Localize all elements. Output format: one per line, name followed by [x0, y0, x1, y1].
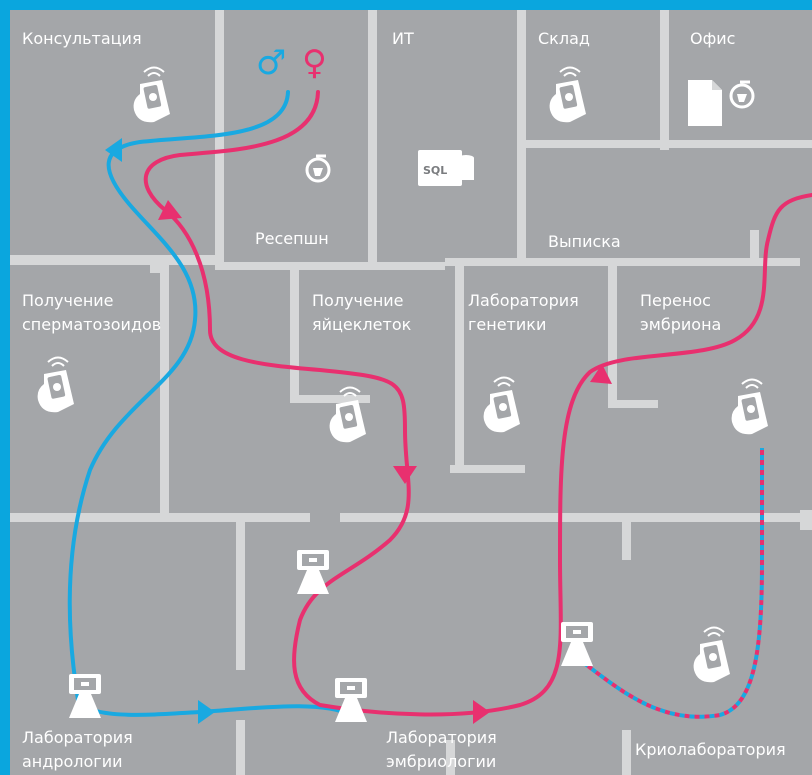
walls [10, 10, 812, 775]
label-egg-collection-1: Получение [312, 291, 404, 310]
label-embryo-transfer-1: Перенос [640, 291, 711, 310]
room-labels: Консультация ИТ Склад Офис Ресепшн Выпис… [22, 29, 786, 771]
female-path [143, 90, 812, 717]
label-cryo-lab: Криолаборатория [635, 740, 786, 759]
label-genetics-lab-2: генетики [468, 315, 546, 334]
cryo-path-pink [578, 448, 764, 719]
female-arrow-3 [473, 700, 490, 724]
sql-icon-text: SQL [423, 164, 447, 177]
female-arrow-1 [158, 200, 182, 220]
label-reception: Ресепшн [255, 229, 329, 248]
male-symbol: ♂ [256, 43, 286, 83]
label-egg-collection-2: яйцеклеток [312, 315, 412, 334]
cryo-path-blue [578, 448, 764, 719]
label-embryology-lab-1: Лаборатория [386, 728, 497, 747]
sql-icon: SQL [418, 150, 474, 186]
female-arrow-4 [590, 364, 612, 384]
document-icon [688, 80, 722, 126]
label-it: ИТ [392, 29, 414, 48]
label-consultation: Консультация [22, 29, 142, 48]
label-office: Офис [690, 29, 735, 48]
label-sperm-collection-2: сперматозоидов [22, 315, 161, 334]
label-discharge: Выписка [548, 232, 621, 251]
male-path [67, 90, 354, 717]
label-warehouse: Склад [538, 29, 590, 48]
label-sperm-collection-1: Получение [22, 291, 114, 310]
path-arrows [105, 138, 612, 724]
label-embryo-transfer-2: эмбриона [640, 315, 721, 334]
label-andrology-lab-2: андрологии [22, 752, 123, 771]
label-genetics-lab-1: Лаборатория [468, 291, 579, 310]
label-embryology-lab-2: эмбриологии [386, 752, 496, 771]
female-arrow-2 [393, 466, 417, 484]
male-arrow-2 [198, 700, 215, 724]
female-symbol: ♀ [302, 43, 327, 83]
male-arrow-1 [105, 138, 122, 162]
floor-area [10, 10, 812, 775]
label-andrology-lab-1: Лаборатория [22, 728, 133, 747]
